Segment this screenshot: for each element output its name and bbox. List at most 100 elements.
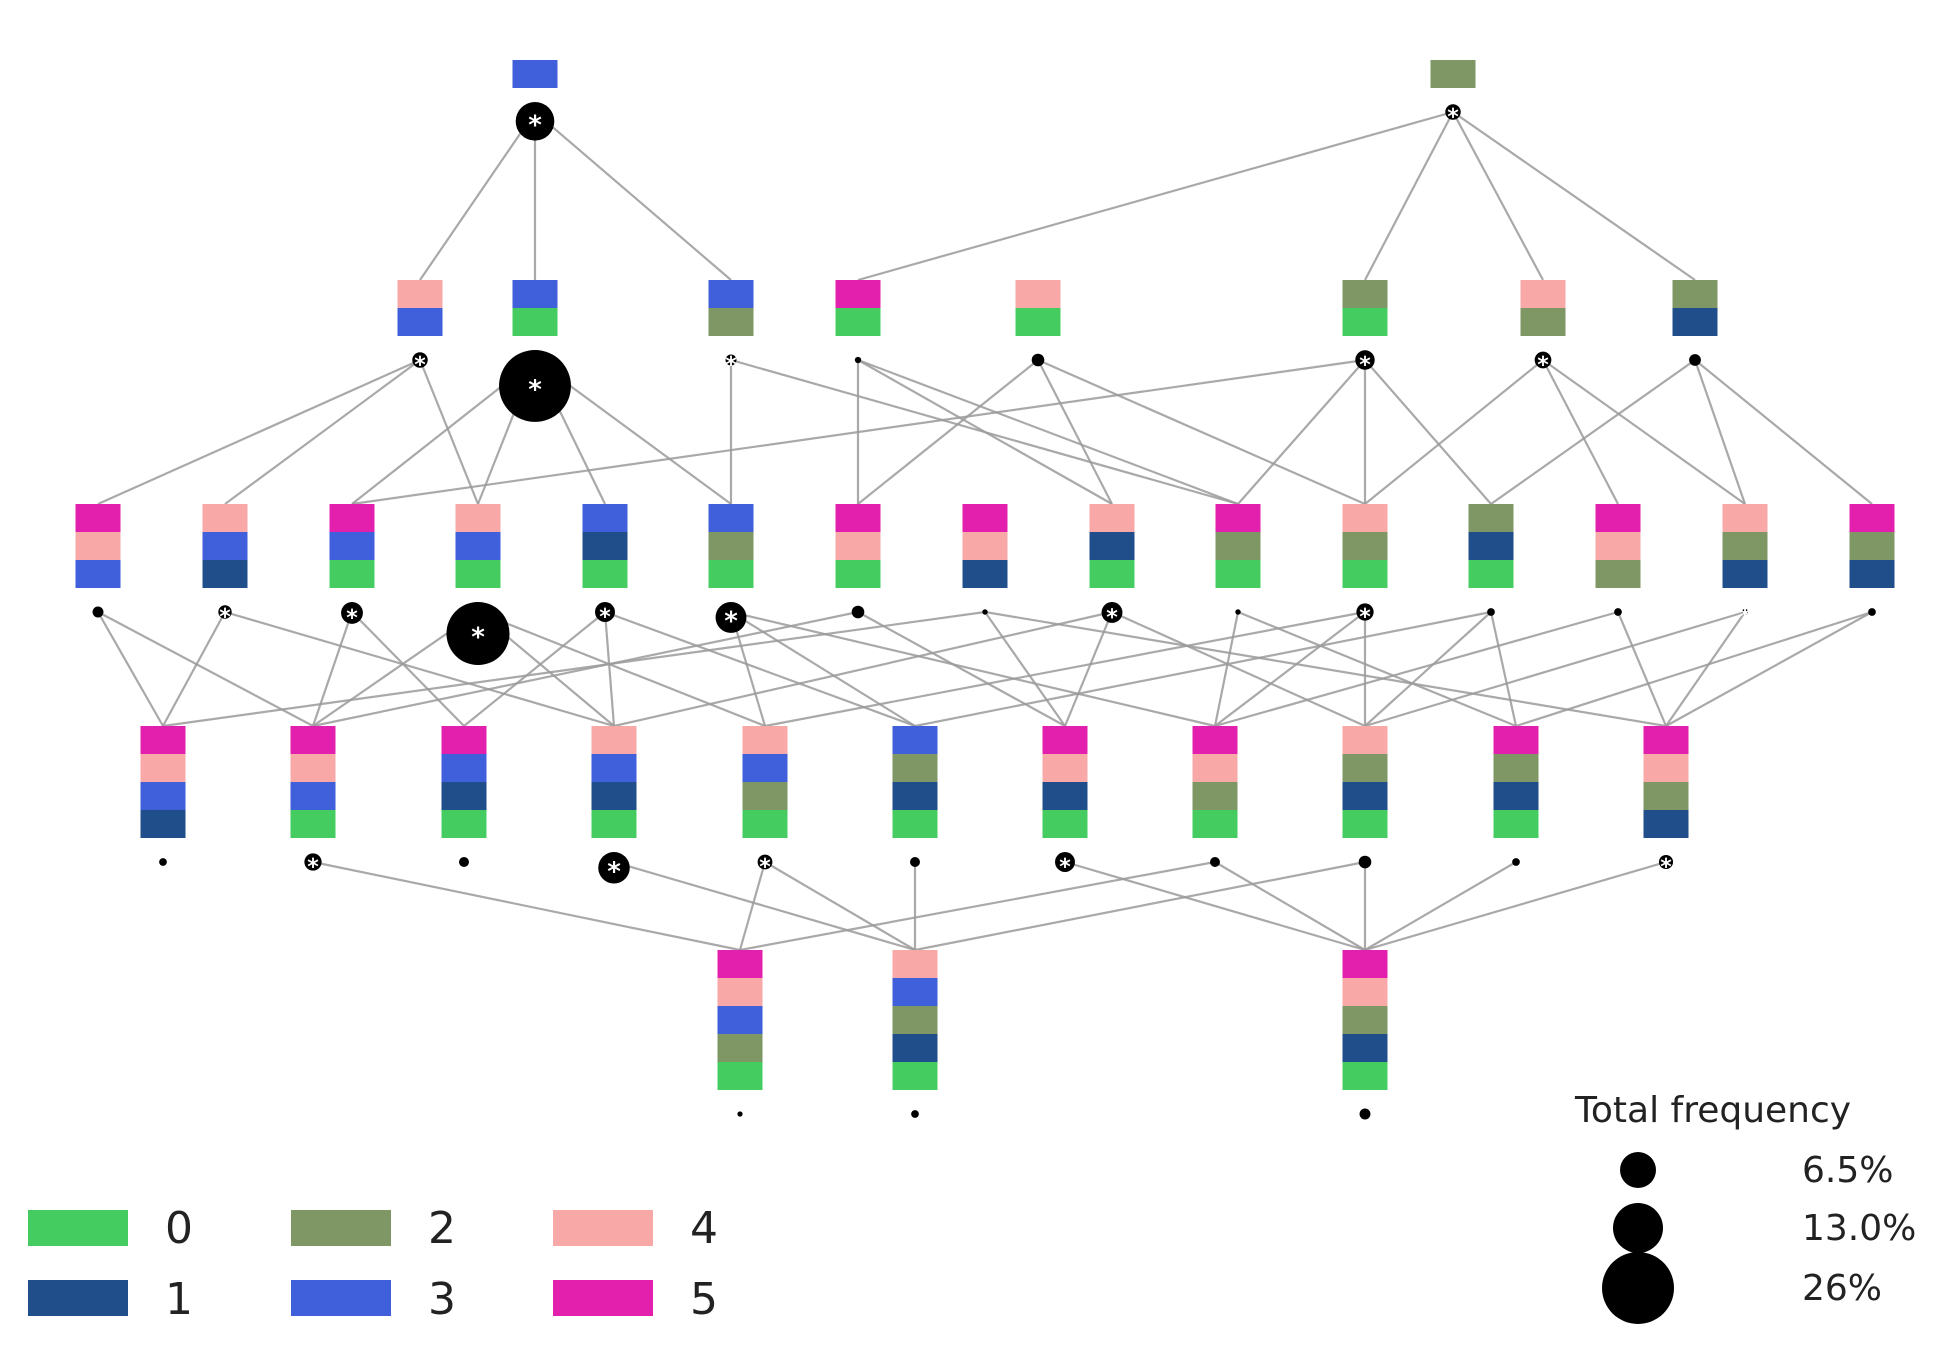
edge-f-s bbox=[857, 359, 1113, 505]
edge-y-J bbox=[1515, 610, 1873, 728]
node-v bbox=[1468, 504, 1514, 616]
node-o: * bbox=[582, 504, 628, 630]
node-E: * bbox=[742, 726, 788, 880]
size-legend-label-medium: 13.0% bbox=[1802, 1208, 1916, 1249]
edge-j-y bbox=[1694, 359, 1873, 505]
node-block-0 bbox=[329, 560, 375, 588]
node-block-5 bbox=[1192, 726, 1238, 754]
edge-s-D bbox=[613, 610, 1113, 728]
node-block-0 bbox=[835, 308, 881, 336]
node-f bbox=[835, 280, 881, 364]
node-e: * bbox=[708, 280, 754, 378]
node-block-5 bbox=[1342, 950, 1388, 978]
node-block-5 bbox=[1493, 726, 1539, 754]
node-block-3 bbox=[742, 754, 788, 782]
frequency-dot bbox=[725, 354, 737, 366]
node-block-4 bbox=[1520, 280, 1566, 308]
significance-star: * bbox=[725, 353, 737, 378]
node-F bbox=[892, 726, 938, 867]
legend-label-5: 5 bbox=[690, 1274, 718, 1325]
edge-h-t bbox=[1237, 359, 1366, 505]
node-block-1 bbox=[1089, 532, 1135, 560]
node-block-3 bbox=[329, 532, 375, 560]
legend-swatch-2 bbox=[291, 1210, 391, 1246]
node-C bbox=[441, 726, 487, 867]
node-block-1 bbox=[1342, 1034, 1388, 1062]
node-block-5 bbox=[1595, 504, 1641, 532]
node-block-4 bbox=[1015, 280, 1061, 308]
significance-star: * bbox=[528, 110, 542, 140]
node-block-5 bbox=[1042, 726, 1088, 754]
legend-swatch-1 bbox=[28, 1280, 128, 1316]
significance-star: * bbox=[607, 857, 621, 887]
node-a: * bbox=[512, 60, 558, 141]
node-block-2 bbox=[1192, 782, 1238, 810]
node-block-0 bbox=[290, 810, 336, 838]
frequency-dot bbox=[1355, 350, 1375, 370]
node-block-1 bbox=[892, 1034, 938, 1062]
significance-star: * bbox=[471, 623, 485, 653]
significance-star: * bbox=[1359, 605, 1371, 630]
edge-u-E bbox=[764, 610, 1366, 728]
node-J bbox=[1493, 726, 1539, 866]
significance-star: * bbox=[346, 606, 358, 631]
node-block-3 bbox=[290, 782, 336, 810]
edge-q-G bbox=[857, 611, 1066, 727]
frequency-dot bbox=[1101, 602, 1123, 623]
node-block-4 bbox=[140, 754, 186, 782]
edge-J-N bbox=[1364, 861, 1517, 951]
edge-b-h bbox=[1364, 111, 1454, 281]
frequency-dot bbox=[1031, 353, 1045, 367]
node-block-2 bbox=[1468, 504, 1514, 532]
frequency-dot bbox=[1534, 351, 1552, 369]
node-block-5 bbox=[1849, 504, 1895, 532]
node-block-4 bbox=[591, 726, 637, 754]
edge-c-k bbox=[97, 358, 421, 506]
node-block-0 bbox=[1493, 810, 1539, 838]
size-legend-dot-large bbox=[1602, 1252, 1674, 1324]
node-block-3 bbox=[455, 532, 501, 560]
node-block-0 bbox=[892, 1062, 938, 1090]
node-j bbox=[1672, 280, 1718, 366]
node-block-3 bbox=[441, 754, 487, 782]
edge-c-l bbox=[224, 359, 421, 505]
node-block-4 bbox=[717, 978, 763, 1006]
node-block-2 bbox=[1595, 560, 1641, 588]
node-block-5 bbox=[962, 504, 1008, 532]
node-block-0 bbox=[1342, 308, 1388, 336]
frequency-dot bbox=[1235, 609, 1241, 615]
node-layer: ******************** bbox=[75, 60, 1895, 1120]
frequency-dot bbox=[1689, 354, 1701, 366]
node-block-3 bbox=[892, 726, 938, 754]
node-block-1 bbox=[1342, 782, 1388, 810]
frequency-dot bbox=[218, 605, 232, 619]
node-s: * bbox=[1089, 504, 1135, 630]
node-A bbox=[140, 726, 186, 866]
node-block-3 bbox=[512, 280, 558, 308]
node-block-1 bbox=[1722, 560, 1768, 588]
frequency-dot bbox=[737, 1111, 743, 1117]
edge-g-q bbox=[857, 359, 1039, 505]
node-block-1 bbox=[1042, 782, 1088, 810]
edge-r-A bbox=[162, 610, 986, 728]
frequency-dot bbox=[499, 350, 571, 422]
node-block-0 bbox=[455, 560, 501, 588]
node-block-4 bbox=[835, 532, 881, 560]
size-legend-title: Total frequency bbox=[1574, 1090, 1851, 1131]
node-block-3 bbox=[582, 504, 628, 532]
node-block-2 bbox=[1342, 1006, 1388, 1034]
node-block-0 bbox=[1215, 560, 1261, 588]
node-block-3 bbox=[591, 754, 637, 782]
edge-l-A bbox=[162, 611, 226, 727]
node-block-1 bbox=[1468, 532, 1514, 560]
significance-star: * bbox=[1359, 353, 1371, 378]
node-block-3 bbox=[75, 560, 121, 588]
node-block-2 bbox=[892, 1006, 938, 1034]
frequency-dot bbox=[1358, 855, 1372, 869]
edge-q-B bbox=[312, 610, 859, 728]
node-block-0 bbox=[1089, 560, 1135, 588]
edge-h-m bbox=[351, 358, 1366, 506]
node-block-4 bbox=[1342, 978, 1388, 1006]
edge-E-L bbox=[738, 861, 767, 951]
node-block-2 bbox=[1520, 308, 1566, 336]
